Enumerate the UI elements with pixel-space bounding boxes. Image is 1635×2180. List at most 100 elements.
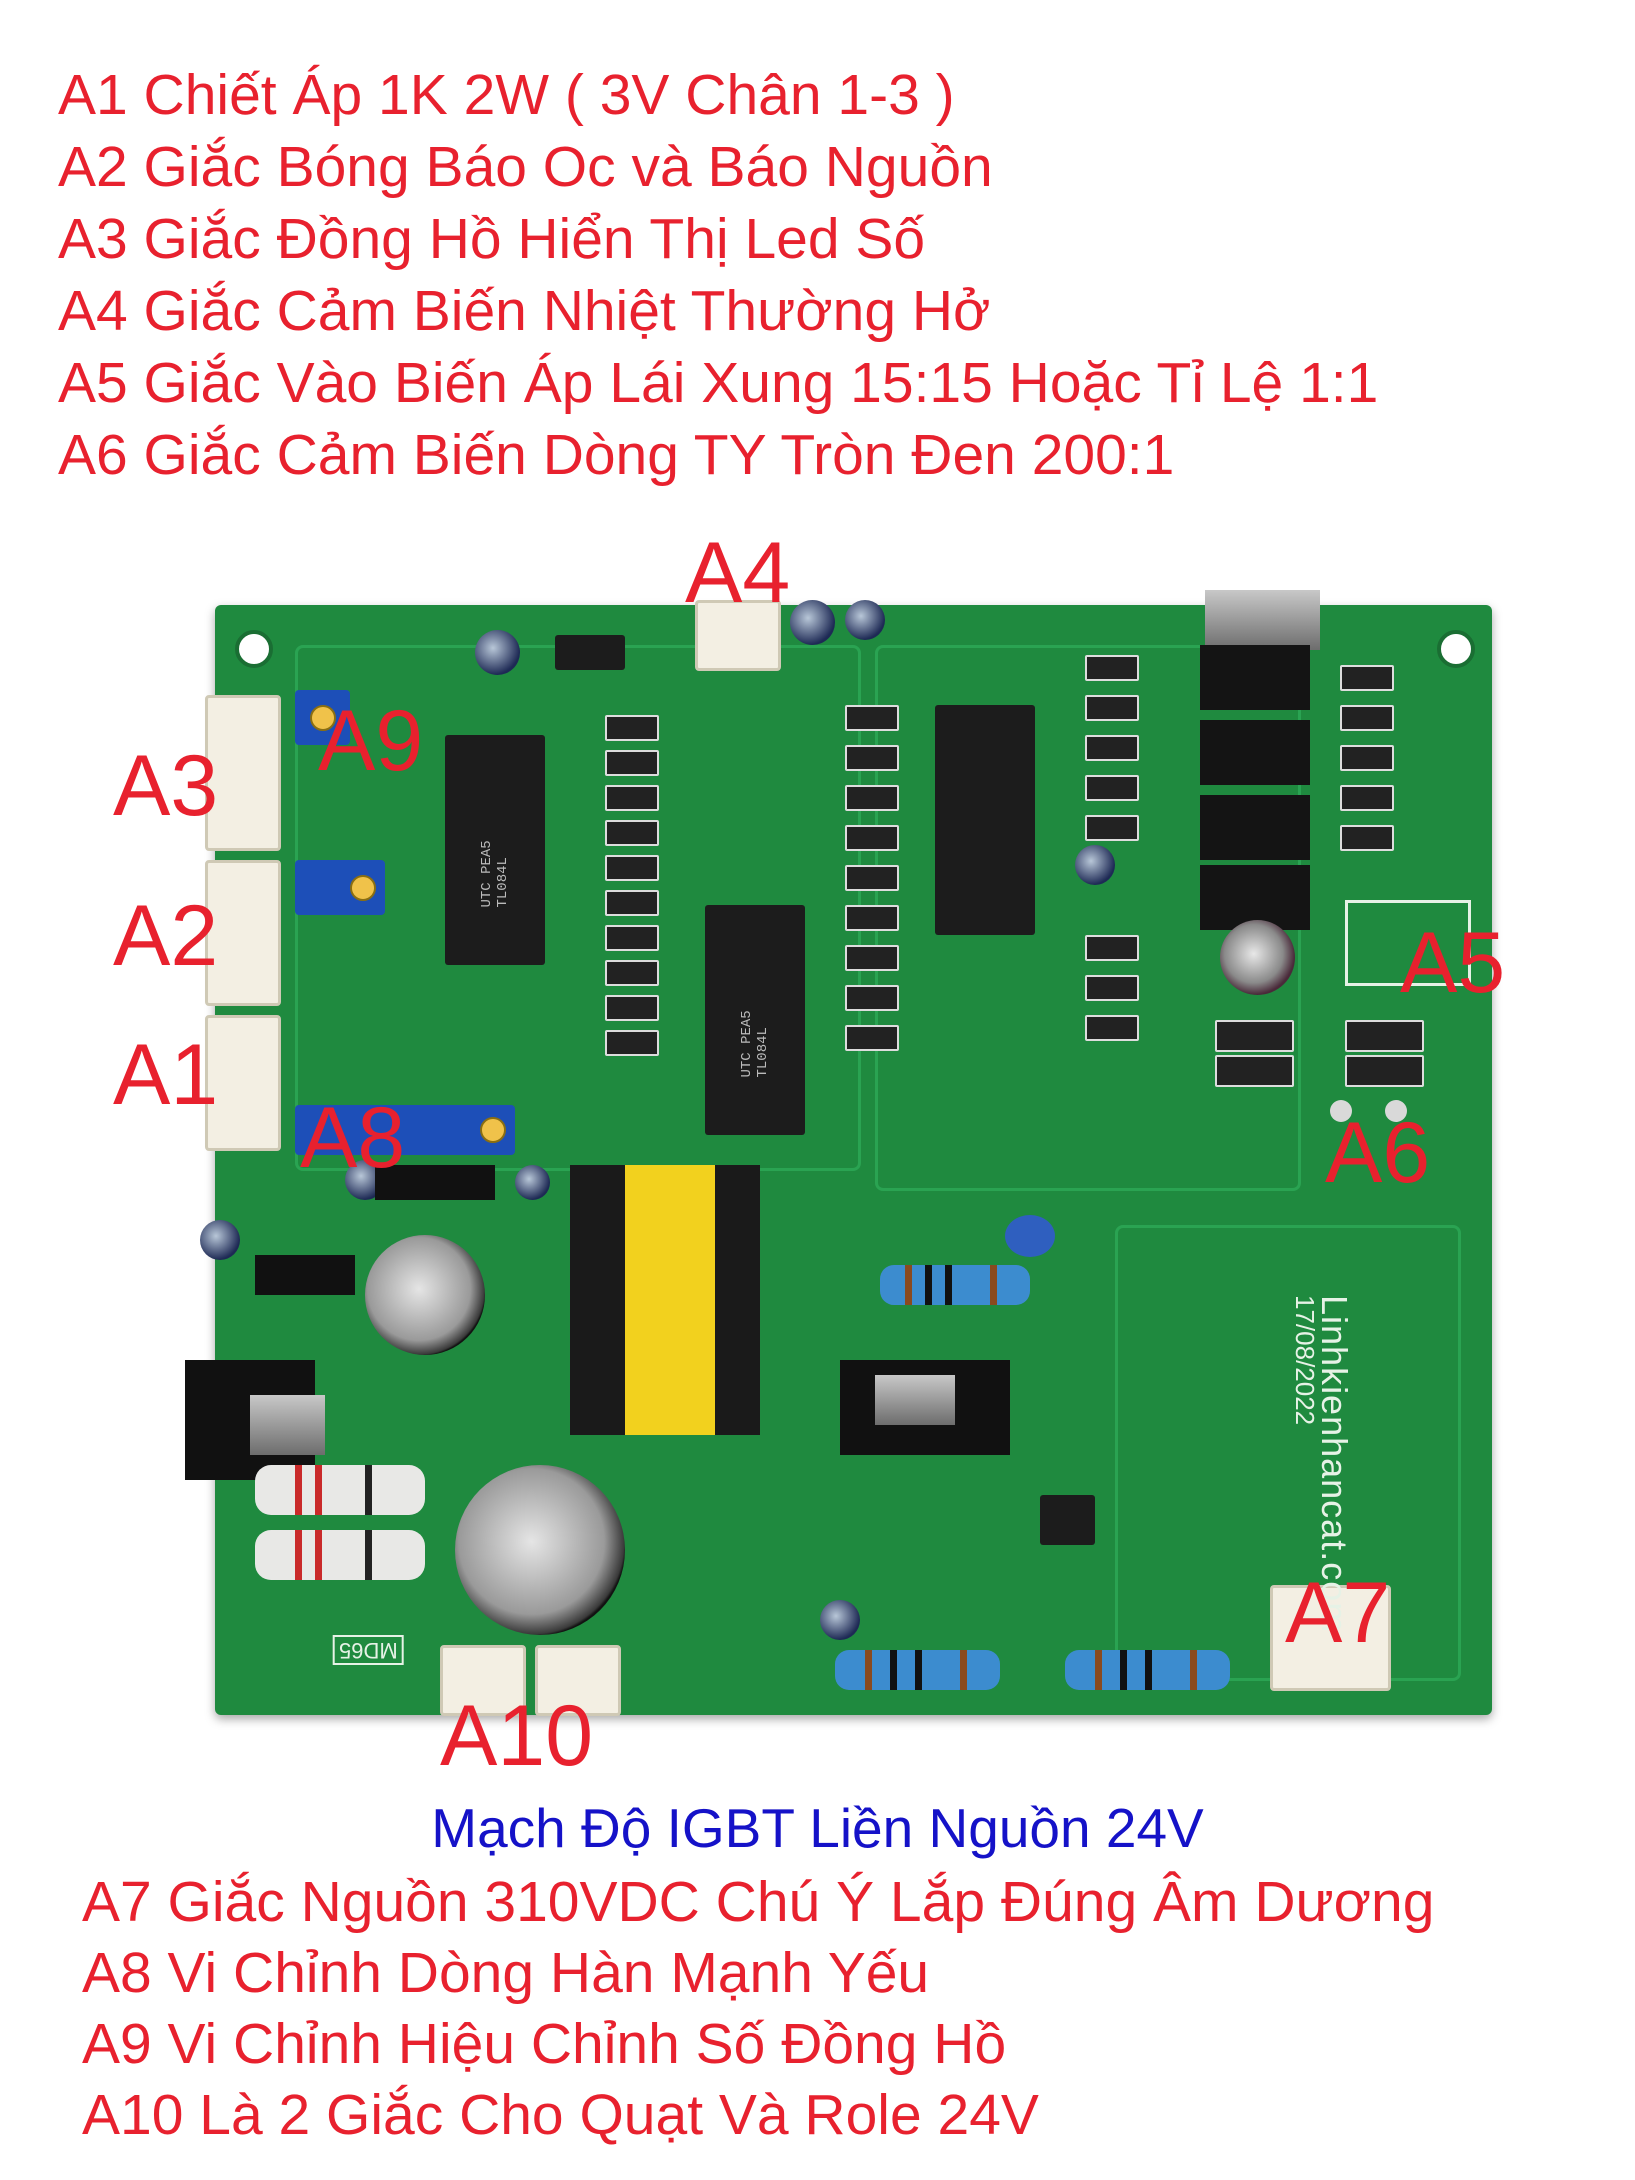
connector-a3 xyxy=(205,695,281,851)
ic-marking: UTC PEA5 TL084L xyxy=(739,1010,771,1078)
label-a2: A2 xyxy=(113,888,219,984)
pot-knob xyxy=(350,875,376,901)
note-a1: A1 Chiết Áp 1K 2W ( 3V Chân 1-3 ) xyxy=(58,63,955,127)
smd-part xyxy=(605,925,659,951)
smd-part xyxy=(1340,745,1394,771)
resistor xyxy=(880,1265,1030,1305)
trim-pot xyxy=(295,860,385,915)
smd-part xyxy=(845,865,899,891)
mosfet xyxy=(1200,645,1310,710)
note-a2: A2 Giắc Bóng Báo Oc và Báo Nguồn xyxy=(58,135,993,199)
smd-part xyxy=(1085,775,1139,801)
res-band xyxy=(890,1650,897,1690)
regulator xyxy=(255,1255,355,1295)
ic-driver xyxy=(935,705,1035,935)
trim-pot-a9 xyxy=(295,690,350,745)
note-a8: A8 Vi Chỉnh Dòng Hàn Mạnh Yếu xyxy=(82,1941,930,2005)
connector-a2 xyxy=(205,860,281,1006)
res-band xyxy=(1145,1650,1152,1690)
note-a4: A4 Giắc Cảm Biến Nhiệt Thường Hở xyxy=(58,279,991,343)
power-resistor xyxy=(255,1530,425,1580)
res-band xyxy=(1190,1650,1197,1690)
connector-a5 xyxy=(1345,900,1471,986)
mount-hole xyxy=(1437,630,1475,668)
res-band xyxy=(915,1650,922,1690)
diode xyxy=(1345,1055,1424,1087)
smd-part xyxy=(1085,975,1139,1001)
ic-marking: UTC PEA5 TL084L xyxy=(479,840,511,908)
electrolytic-capacitor xyxy=(455,1465,625,1635)
capacitor xyxy=(845,600,885,640)
smd-part xyxy=(845,705,899,731)
note-a9: A9 Vi Chỉnh Hiệu Chỉnh Số Đồng Hồ xyxy=(82,2012,1007,2076)
model-silkscreen: MD65 xyxy=(333,1635,404,1665)
pad-a6 xyxy=(1330,1100,1352,1122)
smd-part xyxy=(845,745,899,771)
capacitor xyxy=(1075,845,1115,885)
label-a10: A10 xyxy=(440,1688,594,1784)
diode xyxy=(1215,1020,1294,1052)
res-band xyxy=(865,1650,872,1690)
smd-part xyxy=(1085,655,1139,681)
res-band xyxy=(1095,1650,1102,1690)
res-band xyxy=(365,1465,372,1515)
page-title: Mạch Độ IGBT Liền Nguồn 24V xyxy=(431,1797,1204,1859)
label-a1: A1 xyxy=(113,1027,219,1123)
connector-a4 xyxy=(695,600,781,671)
label-a8: A8 xyxy=(300,1090,406,1186)
smd-part xyxy=(845,905,899,931)
connector-a10-fan xyxy=(440,1645,526,1716)
smd-part xyxy=(845,985,899,1011)
diode xyxy=(1215,1055,1294,1087)
connector-a7 xyxy=(1270,1585,1391,1691)
regulator xyxy=(375,1165,495,1200)
smd-part xyxy=(1340,785,1394,811)
ic-regulator xyxy=(555,635,625,670)
res-band xyxy=(365,1530,372,1580)
smd-part xyxy=(1340,825,1394,851)
pot-knob xyxy=(310,705,336,731)
power-resistor xyxy=(255,1465,425,1515)
ic-tl084-1: UTC PEA5 TL084L xyxy=(445,735,545,965)
smd-part xyxy=(845,1025,899,1051)
mosfet xyxy=(1200,795,1310,860)
smd-part xyxy=(1085,815,1139,841)
capacitor xyxy=(200,1220,240,1260)
pot-knob xyxy=(480,1117,506,1143)
res-band xyxy=(945,1265,952,1305)
smd-part xyxy=(1085,695,1139,721)
electrolytic-capacitor xyxy=(365,1235,485,1355)
label-a6: A6 xyxy=(1325,1105,1431,1201)
capacitor xyxy=(790,600,835,645)
smd-part xyxy=(845,825,899,851)
smd-part xyxy=(605,715,659,741)
smd-part xyxy=(845,945,899,971)
note-a3: A3 Giắc Đồng Hồ Hiển Thị Led Số xyxy=(58,207,926,271)
res-band xyxy=(925,1265,932,1305)
note-a7: A7 Giắc Nguồn 310VDC Chú Ý Lắp Đúng Âm D… xyxy=(82,1870,1435,1934)
smd-part xyxy=(1085,935,1139,961)
capacitor xyxy=(475,630,520,675)
label-a7: A7 xyxy=(1285,1565,1391,1661)
transistor-tab xyxy=(875,1375,955,1425)
smd-part xyxy=(1085,735,1139,761)
capacitor xyxy=(1220,920,1295,995)
smd-part xyxy=(845,785,899,811)
res-band xyxy=(1120,1650,1127,1690)
capacitor xyxy=(820,1600,860,1640)
note-a10: A10 Là 2 Giắc Cho Quạt Và Role 24V xyxy=(82,2083,1039,2147)
smd-part xyxy=(605,855,659,881)
res-band xyxy=(295,1530,302,1580)
smd-part xyxy=(1340,665,1394,691)
label-a4: A4 xyxy=(685,525,791,621)
transformer-core xyxy=(625,1165,715,1435)
res-band xyxy=(990,1265,997,1305)
ic-small xyxy=(1040,1495,1095,1545)
transformer xyxy=(570,1165,760,1435)
smd-part xyxy=(1340,705,1394,731)
res-band xyxy=(315,1530,322,1580)
label-a3: A3 xyxy=(113,738,219,834)
label-a9: A9 xyxy=(318,693,424,789)
resistor xyxy=(835,1650,1000,1690)
disc-capacitor xyxy=(1005,1215,1055,1257)
